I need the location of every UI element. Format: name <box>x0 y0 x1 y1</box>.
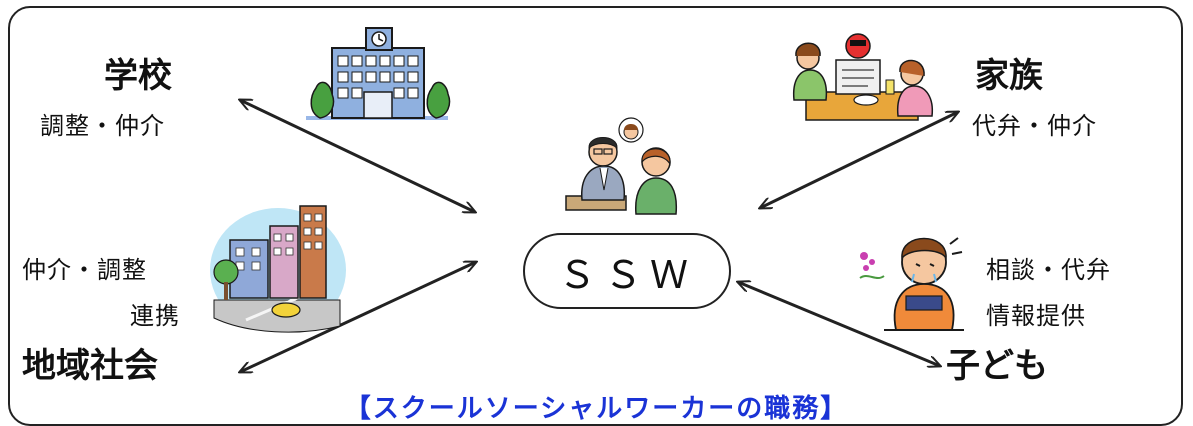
community-role-line2: 連携 <box>130 302 180 330</box>
arrow-child <box>738 282 940 366</box>
crying-child-icon <box>859 237 964 331</box>
arrow-community <box>240 262 476 372</box>
family-title: 家族 <box>975 56 1043 96</box>
community-title: 地域社会 <box>22 346 158 386</box>
community-role-line1: 仲介・調整 <box>22 256 147 284</box>
arrow-family <box>760 112 958 208</box>
ssw-center-node: ＳＳＷ <box>523 233 731 309</box>
ssw-label: ＳＳＷ <box>557 252 696 297</box>
family-role: 代弁・仲介 <box>972 112 1097 140</box>
family-breakfast-icon <box>792 33 934 121</box>
child-title: 子ども <box>946 346 1048 386</box>
school-title: 学校 <box>104 56 172 96</box>
child-role-line2: 情報提供 <box>986 302 1086 330</box>
arrows-layer <box>0 0 1193 405</box>
school-building-icon <box>306 27 451 120</box>
school-role: 調整・仲介 <box>40 112 165 140</box>
diagram-caption: 【スクールソーシャルワーカーの職務】 <box>344 394 849 424</box>
counselor-meeting-icon <box>565 117 678 215</box>
child-role-line1: 相談・代弁 <box>986 256 1111 284</box>
city-street-icon <box>210 205 346 333</box>
arrow-school <box>240 100 475 212</box>
